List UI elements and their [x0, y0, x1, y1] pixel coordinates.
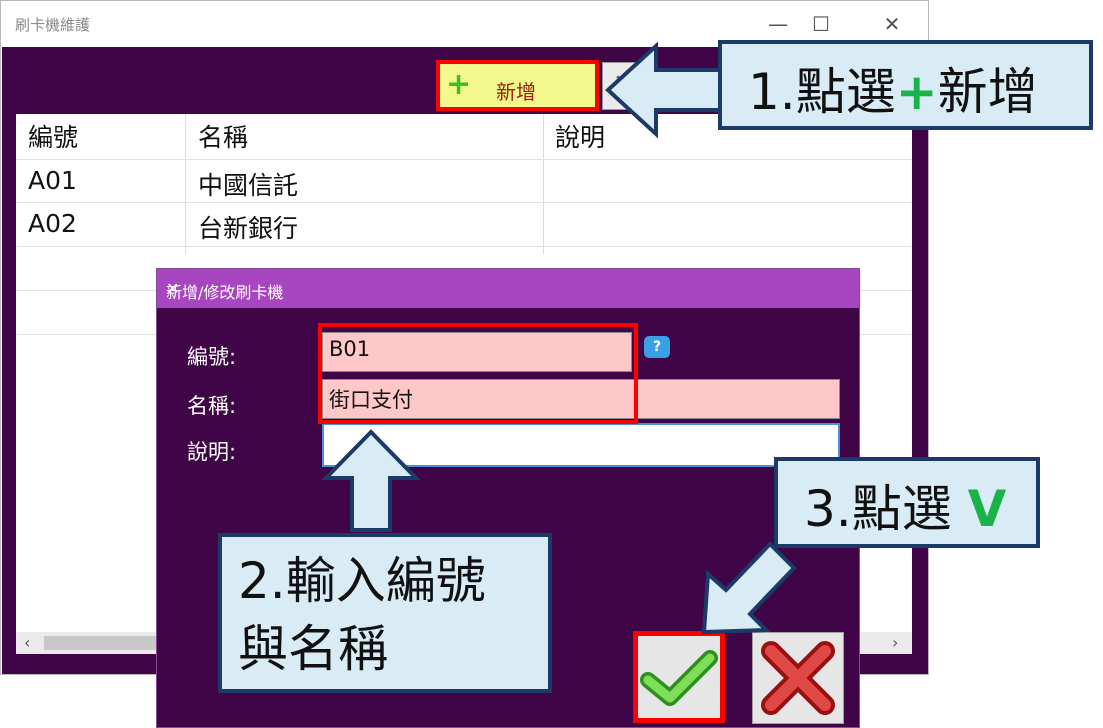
- column-header-name[interactable]: 名稱: [198, 123, 249, 152]
- description-label: 說明:: [187, 440, 237, 464]
- help-icon[interactable]: ?: [644, 336, 670, 358]
- cancel-button[interactable]: [752, 632, 844, 724]
- fields-highlight-box: [318, 323, 638, 424]
- row-name: 台新銀行: [198, 214, 299, 243]
- arrow-diagonal-icon: [701, 541, 797, 635]
- confirm-button[interactable]: [633, 631, 725, 723]
- name-label: 名稱:: [187, 394, 237, 418]
- column-header-description[interactable]: 說明: [555, 123, 606, 152]
- callout-step-3-prefix: 3.點選: [804, 480, 968, 538]
- description-field[interactable]: [322, 423, 840, 467]
- id-label: 編號:: [187, 345, 237, 369]
- window-title: 刷卡機維護: [15, 16, 91, 34]
- maximize-button[interactable]: ☐: [812, 12, 830, 36]
- title-bar: 刷卡機維護 — ☐ ✕: [1, 1, 928, 47]
- callout-step-3: 3.點選 V: [774, 457, 1040, 548]
- row-id: A01: [28, 166, 77, 195]
- column-header-id[interactable]: 編號: [28, 123, 79, 152]
- callout-step-2-line-1: 2.輸入編號: [238, 552, 486, 610]
- add-button-label: 新增: [496, 80, 536, 104]
- scrollbar-thumb[interactable]: [44, 636, 184, 650]
- minimize-button[interactable]: —: [768, 12, 788, 36]
- callout-step-1-prefix: 1.點選: [748, 63, 896, 121]
- callout-step-1-suffix: 新增: [937, 63, 1038, 121]
- close-button[interactable]: ✕: [883, 12, 901, 36]
- arrow-to-add-icon: [605, 41, 724, 139]
- add-button[interactable]: + 新增: [436, 60, 599, 111]
- callout-step-2-line-2: 與名稱: [238, 620, 388, 678]
- dialog-title-bar: 新增/修改刷卡機 ✕: [157, 269, 859, 308]
- cross-icon: [761, 641, 835, 715]
- callout-plus-icon: +: [895, 63, 938, 121]
- callout-step-2: 2.輸入編號 與名稱: [218, 533, 552, 693]
- row-name: 中國信託: [198, 171, 299, 200]
- check-icon: [640, 650, 718, 706]
- arrow-up-icon: [321, 429, 421, 532]
- scroll-right-icon[interactable]: ›: [892, 633, 899, 652]
- row-id: A02: [28, 209, 77, 238]
- scroll-left-icon[interactable]: ‹: [24, 633, 31, 652]
- name-field[interactable]: 街口支付: [322, 379, 840, 419]
- dialog-close-button[interactable]: ✕: [166, 279, 180, 298]
- callout-check-v: V: [967, 480, 1007, 538]
- plus-icon: +: [446, 67, 472, 102]
- callout-step-1: 1.點選+新增: [718, 40, 1093, 130]
- dialog-title: 新增/修改刷卡機: [166, 283, 284, 302]
- id-field[interactable]: B01: [322, 332, 632, 372]
